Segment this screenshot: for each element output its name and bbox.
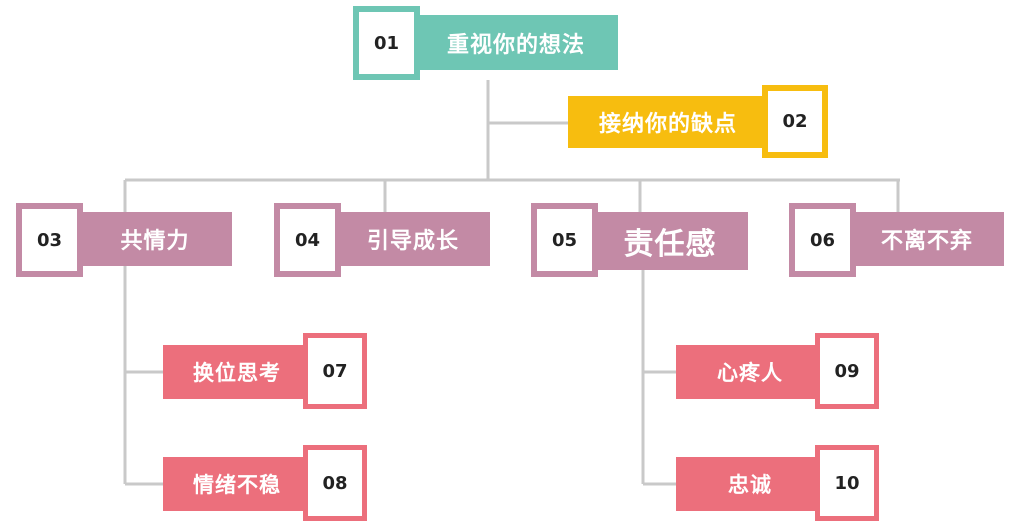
node-number-badge: 07: [303, 333, 367, 409]
node-number-badge: 08: [303, 445, 367, 521]
node-label: 接纳你的缺点: [568, 96, 768, 148]
node-number-badge: 09: [815, 333, 879, 409]
node-number-badge: 02: [762, 85, 828, 158]
node-label: 心疼人: [676, 345, 824, 399]
node-number-badge: 03: [16, 203, 83, 277]
node-number-badge: 10: [815, 445, 879, 521]
node-label: 引导成长: [336, 212, 490, 266]
node-number-badge: 05: [531, 203, 598, 277]
node-label: 情绪不稳: [163, 457, 311, 511]
node-label: 不离不弃: [850, 212, 1004, 266]
node-label: 忠诚: [676, 457, 824, 511]
node-number-badge: 04: [274, 203, 341, 277]
node-label: 换位思考: [163, 345, 311, 399]
node-label: 责任感: [592, 212, 748, 270]
node-label: 重视你的想法: [414, 15, 618, 70]
node-number-badge: 01: [353, 6, 420, 80]
node-number-badge: 06: [789, 203, 856, 277]
node-label: 共情力: [78, 212, 232, 266]
